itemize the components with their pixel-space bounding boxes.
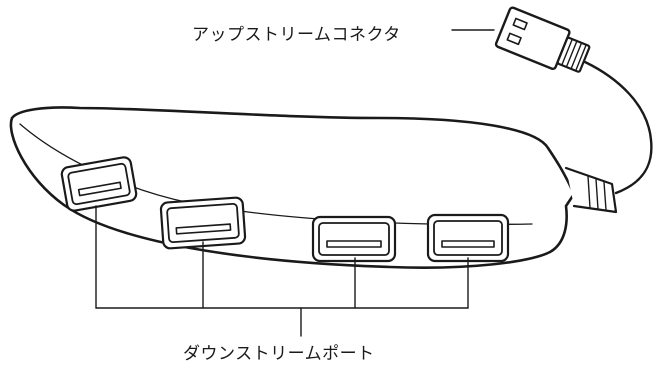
downstream-ports-label: ダウンストリームポート	[183, 344, 375, 364]
connector-strain-relief	[556, 36, 591, 73]
cable-boot	[564, 166, 618, 214]
downstream-port-3	[311, 215, 397, 263]
downstream-port-1	[60, 156, 138, 212]
downstream-port-2	[159, 196, 247, 250]
upstream-connector-label: アップストリームコネクタ	[192, 25, 401, 45]
upstream-connector	[494, 6, 591, 73]
usb-cable	[583, 60, 653, 195]
downstream-leader-lines	[95, 205, 469, 337]
connector-contact-top	[512, 17, 528, 31]
downstream-port-4	[426, 213, 510, 263]
connector-contact-bottom	[506, 32, 522, 46]
